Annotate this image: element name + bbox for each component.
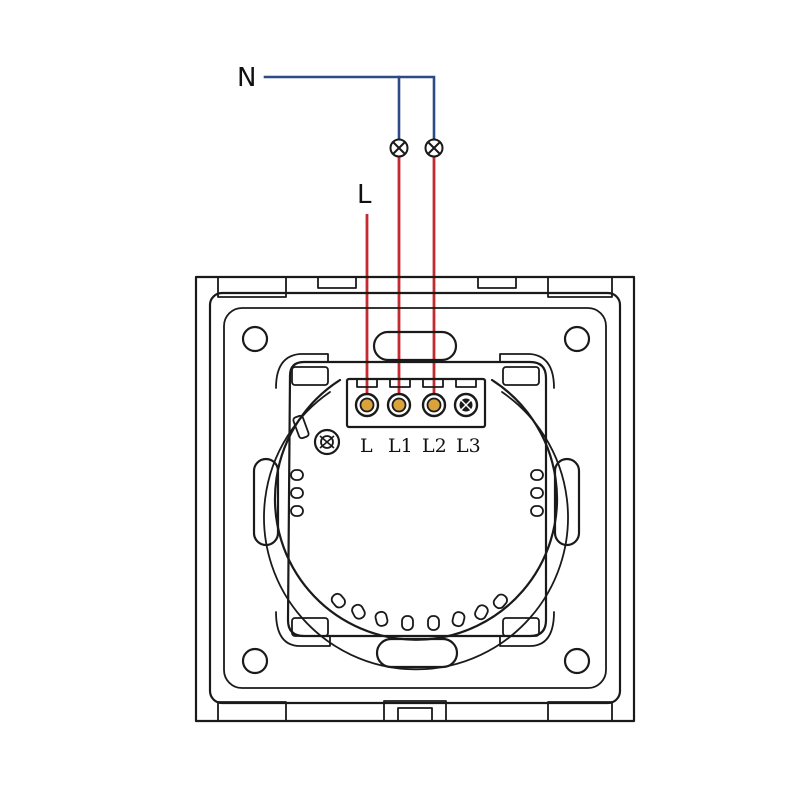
- terminal-L: [354, 392, 380, 418]
- terminal-block: [345, 377, 487, 429]
- screw-hole: [241, 325, 269, 353]
- terminal-label-l1: L1: [388, 435, 413, 457]
- terminal-block-body: [345, 377, 487, 429]
- terminal-L3: [453, 392, 479, 418]
- mounting-slot: [375, 637, 459, 669]
- screw-hole: [563, 647, 591, 675]
- mounting-slot: [553, 457, 581, 547]
- screw-hole: [563, 325, 591, 353]
- live-wires: [365, 157, 436, 404]
- terminal-label-l: L: [360, 435, 373, 457]
- outer-frame: [194, 275, 636, 723]
- lamp-2: [424, 138, 444, 158]
- neutral-label: N: [237, 63, 256, 93]
- terminal-L2: [421, 392, 447, 418]
- inner-plate: [208, 291, 622, 705]
- terminal-label-l3: L3: [456, 435, 481, 457]
- terminal-label-l2: L2: [422, 435, 447, 457]
- mounting-slot: [372, 330, 458, 362]
- lamp-1: [389, 138, 409, 158]
- neutral-wires: [263, 75, 436, 141]
- live-label: L: [357, 180, 372, 210]
- neutral-wire: [263, 75, 436, 141]
- bottom-teeth: [330, 592, 508, 631]
- switch-back-plate: L L1 L2 L3: [194, 275, 636, 723]
- mechanism-circle: [273, 378, 559, 641]
- fixing-screw: [313, 428, 341, 456]
- terminal-L1: [386, 392, 412, 418]
- mechanism-housing: [286, 360, 548, 638]
- screw-hole: [241, 647, 269, 675]
- corner-clips: [291, 366, 540, 637]
- side-bumps: [290, 469, 544, 517]
